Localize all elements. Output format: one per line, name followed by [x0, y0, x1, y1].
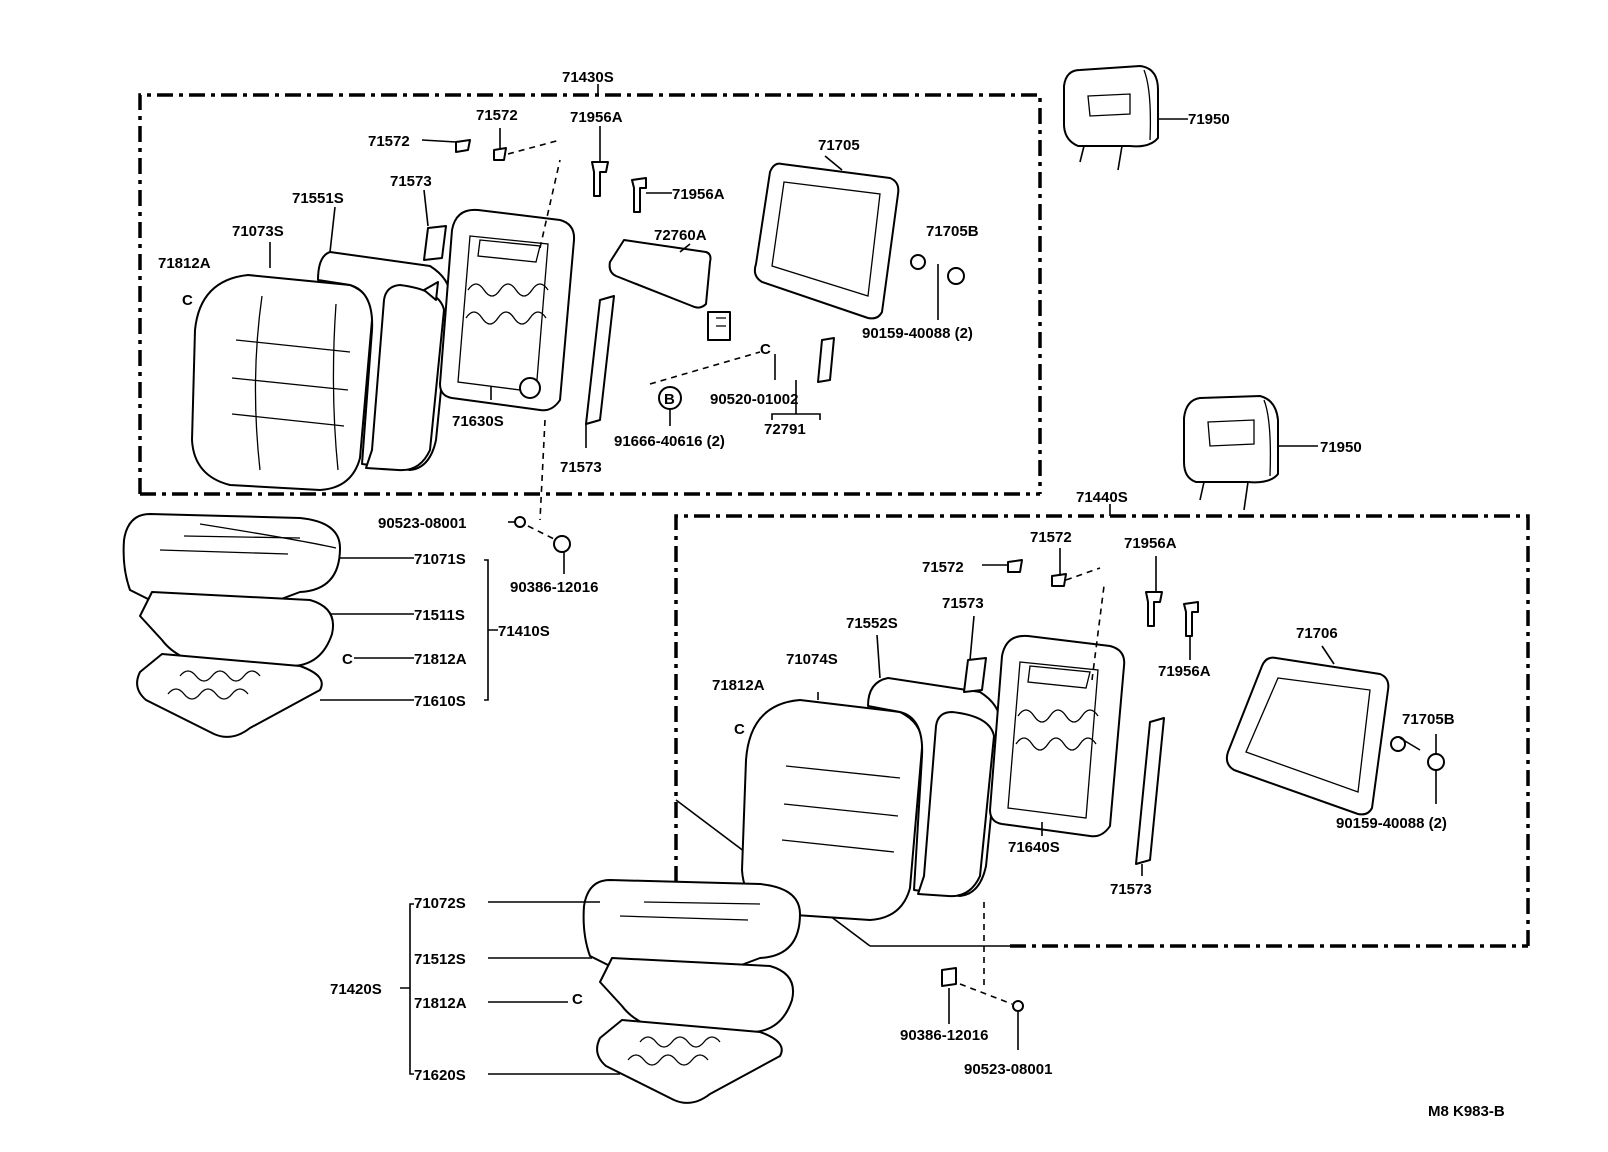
label-71071S: 71071S: [414, 551, 466, 568]
label-90523-l: 90523-08001: [378, 515, 466, 532]
label-71511S: 71511S: [414, 607, 465, 624]
svg-text:C: C: [182, 292, 193, 309]
label-71512S: 71512S: [414, 951, 466, 968]
svg-text:C: C: [734, 721, 745, 738]
label-71956A-l1: 71956A: [570, 109, 623, 126]
bottom-seat-cushion: C: [572, 879, 801, 1104]
left-seat-cushion: [122, 513, 571, 738]
label-71551S: 71551S: [292, 190, 344, 207]
label-71572-r1: 71572: [1030, 529, 1072, 546]
label-71572-l1: 71572: [476, 107, 518, 124]
label-71552S: 71552S: [846, 615, 898, 632]
right-seatback-cushion: [741, 699, 924, 921]
label-90386-l: 90386-12016: [510, 579, 598, 596]
label-71072S: 71072S: [414, 895, 466, 912]
right-seatback-frame: [963, 634, 1126, 838]
svg-text:C: C: [572, 991, 583, 1008]
label-90159-r: 90159-40088 (2): [1336, 815, 1447, 832]
diagram-code: M8 K983-B: [1428, 1103, 1505, 1120]
label-71410S: 71410S: [498, 623, 550, 640]
label-71430S: 71430S: [562, 69, 614, 86]
svg-text:C: C: [760, 341, 771, 358]
headrest-middle: [1183, 395, 1318, 511]
label-71705: 71705: [818, 137, 860, 154]
label-71074S: 71074S: [786, 651, 838, 668]
left-leaders: C: [269, 126, 939, 521]
left-seatback-cover: [317, 251, 452, 472]
label-71950-mid: 71950: [1320, 439, 1362, 456]
label-72791: 72791: [764, 421, 806, 438]
label-71812A-l: 71812A: [158, 255, 211, 272]
label-71956A-r2: 71956A: [1158, 663, 1211, 680]
label-90520: 90520-01002: [710, 391, 798, 408]
label-71572-r2: 71572: [922, 559, 964, 576]
label-91666: 91666-40616 (2): [614, 433, 725, 450]
left-seatback-group-box: [138, 84, 1042, 496]
label-B: B: [664, 391, 675, 408]
label-71420S: 71420S: [330, 981, 382, 998]
label-71706: 71706: [1296, 625, 1338, 642]
label-90523-r: 90523-08001: [964, 1061, 1052, 1078]
label-71073S: 71073S: [232, 223, 284, 240]
label-71812A-b: 71812A: [414, 995, 467, 1012]
label-71956A-r1: 71956A: [1124, 535, 1177, 552]
label-71956A-l2: 71956A: [672, 186, 725, 203]
label-71620S: 71620S: [414, 1067, 466, 1084]
label-71630S: 71630S: [452, 413, 504, 430]
svg-text:C: C: [342, 651, 353, 668]
label-71950-top: 71950: [1188, 111, 1230, 128]
left-seatback-cushion: [191, 274, 374, 491]
label-71812A-r: 71812A: [712, 677, 765, 694]
label-71573-r1: 71573: [942, 595, 984, 612]
left-cushion-leaders: C: [320, 521, 565, 701]
label-71572-l2: 71572: [368, 133, 410, 150]
label-71573-r2: 71573: [1110, 881, 1152, 898]
label-90386-r: 90386-12016: [900, 1027, 988, 1044]
bottom-leaders: [400, 901, 1024, 1075]
headrest-top: [1063, 65, 1188, 171]
label-72760A: 72760A: [654, 227, 707, 244]
right-small-parts: C: [734, 559, 1445, 865]
label-71573-l1: 71573: [390, 173, 432, 190]
label-71705B-r: 71705B: [1402, 711, 1455, 728]
label-71705B-l: 71705B: [926, 223, 979, 240]
label-71812A-l2: 71812A: [414, 651, 467, 668]
label-71610S: 71610S: [414, 693, 466, 710]
label-71640S: 71640S: [1008, 839, 1060, 856]
left-small-parts: C: [182, 139, 965, 425]
part-labels: 71430S 71950 71572 71572 71956A 71956A 7…: [158, 69, 1505, 1120]
label-71440S: 71440S: [1076, 489, 1128, 506]
label-71573-l2: 71573: [560, 459, 602, 476]
label-90159-l: 90159-40088 (2): [862, 325, 973, 342]
left-seatback-frame: [423, 208, 576, 412]
right-leaders: [817, 548, 1437, 876]
